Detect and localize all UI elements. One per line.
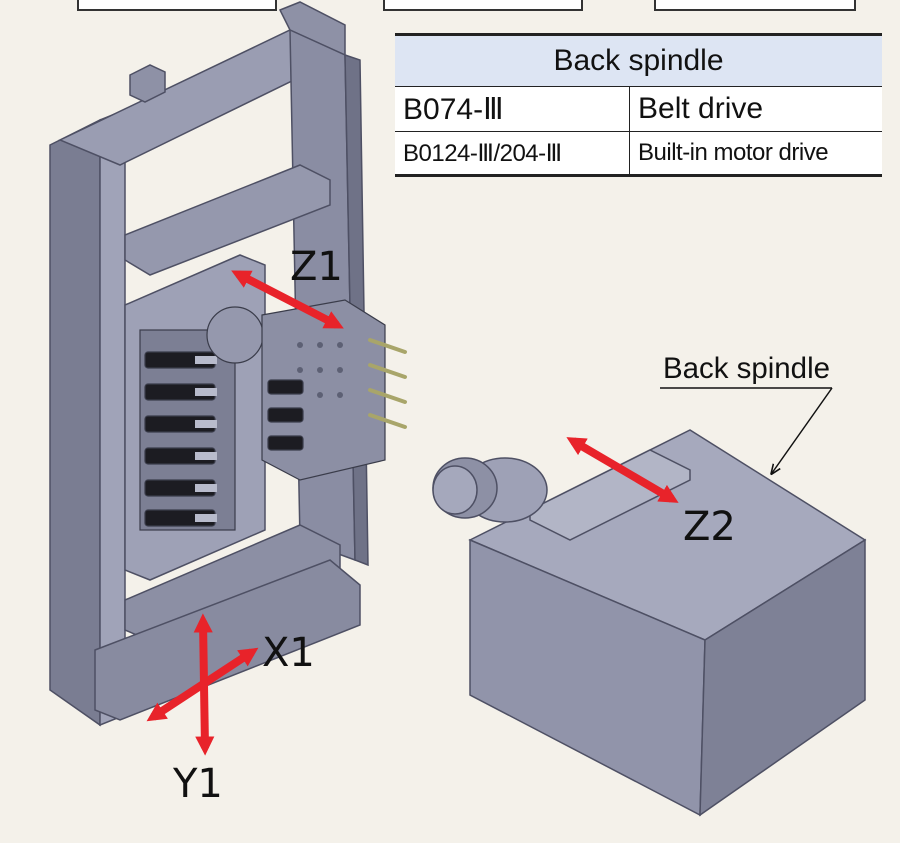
y1-arrow [193,613,215,756]
table-header: Back spindle [395,33,882,87]
table-row: B074-Ⅲ Belt drive [395,86,882,132]
z2-label: Z2 [683,504,736,550]
back-spindle-table: Back spindle B074-Ⅲ Belt drive B0124-Ⅲ/2… [395,33,882,177]
callout-label: Back spindle [663,352,830,385]
table-row: B0124-Ⅲ/204-Ⅲ Built-in motor drive [395,131,882,177]
callout-leader [660,387,833,473]
drive-cell: Built-in motor drive [629,131,882,177]
left-tool-block [139,306,264,531]
drive-cell: Belt drive [629,86,882,132]
z2-arrow [566,437,679,503]
y1-label: Y1 [172,761,223,807]
model-cell: B0124-Ⅲ/204-Ⅲ [395,131,630,177]
z1-label: Z1 [290,244,343,290]
axis-arrows [146,270,679,756]
top-partial-boxes [77,0,856,11]
z1-arrow [231,270,344,329]
model-cell: B074-Ⅲ [395,86,630,132]
right-tool-block [261,299,407,481]
x1-label: X1 [262,630,315,676]
